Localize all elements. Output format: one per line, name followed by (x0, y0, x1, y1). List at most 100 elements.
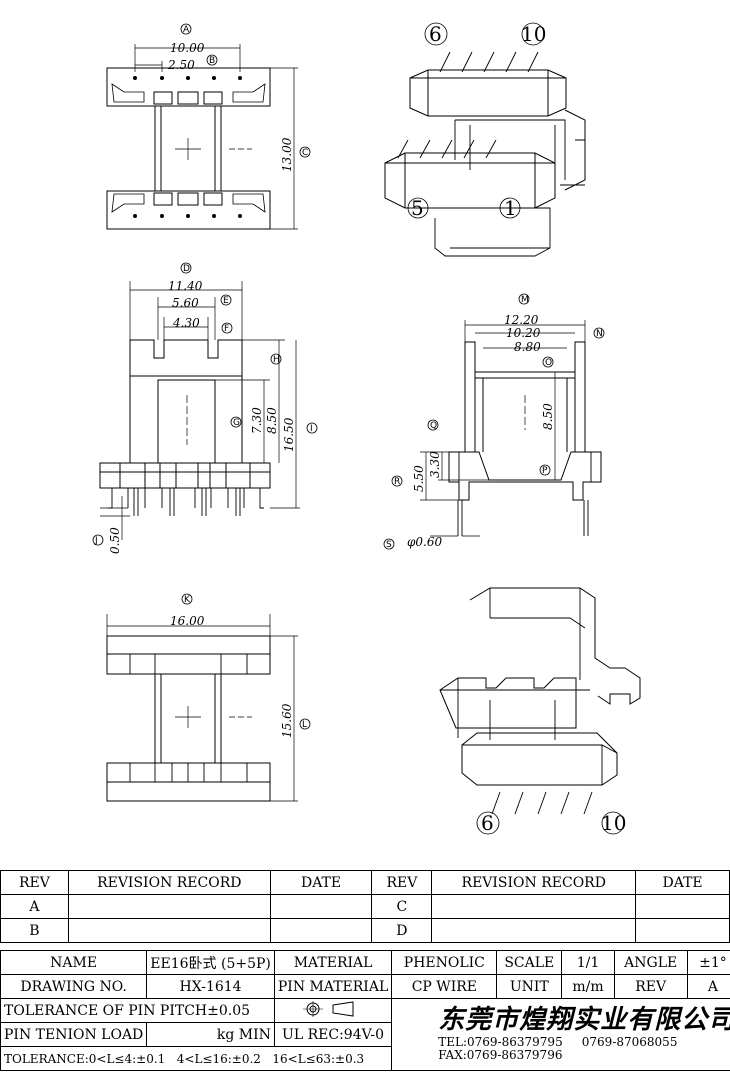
pin-tension-label: PIN TENION LOAD (0, 1022, 148, 1047)
dim-top-pitch: 2.50 (167, 58, 195, 72)
name-label: NAME (0, 950, 148, 975)
revision-record-cell (431, 894, 637, 919)
dim-bottom-width: 16.00 (170, 614, 205, 628)
svg-text:Q: Q (430, 421, 437, 431)
unit-value: m/m (561, 974, 615, 999)
pin-label-6-bottom: 6 (481, 811, 494, 835)
front-view: 11.40 5.60 4.30 7.30 8.50 16.50 0.50 D E… (92, 262, 318, 554)
dim-front-pin-offset: 0.50 (108, 527, 122, 554)
side-view: 12.20 10.20 8.80 8.50 5.50 3.30 φ0.60 M … (383, 293, 605, 550)
pin-label-6: 6 (429, 22, 442, 46)
revision-record-cell (67, 918, 271, 943)
date-cell (269, 918, 373, 943)
fax: FAX:0769-86379796 (438, 1048, 563, 1062)
ul-rating: UL REC:94V-0 (273, 1022, 393, 1047)
revision-record-cell (67, 894, 271, 919)
svg-text:S: S (386, 540, 392, 550)
dim-top-width: 10.00 (170, 41, 205, 55)
dim-side-pin-dia: φ0.60 (407, 535, 442, 549)
top-view: 10.00 2.50 13.00 A B C (106, 23, 311, 230)
tolerance-1: TOLERANCE:0<L≤4:±0.1 (4, 1051, 166, 1066)
drawing-no-value: HX-1614 (146, 974, 275, 999)
dim-front-body-h: 8.50 (265, 407, 279, 434)
angle-label: ANGLE (613, 950, 688, 975)
technical-drawing: 10.00 2.50 13.00 A B C 6 10 5 1 (92, 22, 641, 835)
dim-side-base: 5.50 (412, 465, 426, 492)
svg-text:K: K (184, 595, 191, 605)
rev-cell: A (0, 894, 69, 919)
tolerance-row: TOLERANCE:0<L≤4:±0.1 4<L≤16:±0.2 16<L≤63… (0, 1046, 393, 1071)
scale-label: SCALE (496, 950, 563, 975)
svg-text:P: P (542, 466, 548, 476)
dim-front-inner-h: 7.30 (250, 407, 264, 434)
svg-text:R: R (394, 477, 400, 487)
svg-text:C: C (302, 148, 308, 158)
pin-label-10-bottom: 10 (601, 811, 626, 835)
date-header-2: DATE (635, 870, 730, 895)
tolerance-3: 16<L≤63:±0.3 (272, 1051, 365, 1066)
svg-text:F: F (224, 324, 229, 334)
dim-side-step: 3.30 (428, 451, 442, 478)
dim-front-total-h: 16.50 (282, 417, 296, 452)
title-block: NAME EE16卧式 (5+5P) MATERIAL PHENOLIC SCA… (0, 950, 730, 1071)
svg-text:H: H (273, 355, 280, 365)
pin-material-label: PIN MATERIAL (273, 974, 393, 999)
svg-text:L: L (302, 720, 307, 730)
dim-front-slot: 4.30 (172, 316, 200, 330)
company-block: 东莞市煌翔实业有限公司 TEL:0769-86379795 0769-87068… (391, 998, 730, 1071)
dim-side-flange: 10.20 (506, 326, 541, 340)
iso-view-bottom: 6 10 (439, 587, 641, 835)
dim-front-width: 11.40 (168, 279, 203, 293)
material-value: PHENOLIC (391, 950, 498, 975)
drawing-no-label: DRAWING NO. (0, 974, 148, 999)
svg-text:N: N (596, 329, 603, 339)
revision-record-header: REVISION RECORD (67, 870, 271, 895)
revision-record-header-2: REVISION RECORD (431, 870, 637, 895)
rev-cell: B (0, 918, 69, 943)
scale-value: 1/1 (561, 950, 615, 975)
svg-text:B: B (209, 56, 215, 66)
angle-value: ±1° (686, 950, 730, 975)
rev-label: REV (613, 974, 688, 999)
date-cell (269, 894, 373, 919)
tel-1: TEL:0769-86379795 (438, 1035, 563, 1049)
third-angle-projection-icon (303, 1000, 354, 1017)
name-value: EE16卧式 (5+5P) (146, 950, 275, 975)
pin-label-1: 1 (504, 196, 517, 220)
svg-text:M: M (521, 295, 529, 305)
rev-cell: D (371, 918, 433, 943)
dim-side-height: 8.50 (541, 403, 555, 430)
svg-text:I: I (310, 424, 313, 434)
revision-record-cell (431, 918, 637, 943)
svg-text:E: E (223, 296, 229, 306)
company-name: 东莞市煌翔实业有限公司 (438, 1005, 730, 1035)
revision-table: REV REVISION RECORD DATE REV REVISION RE… (0, 870, 730, 943)
projection-symbol (273, 998, 393, 1023)
rev-cell: C (371, 894, 433, 919)
date-cell (635, 894, 730, 919)
dim-bottom-depth: 15.60 (280, 703, 294, 738)
rev-header-2: REV (371, 870, 433, 895)
dim-front-window: 5.60 (172, 296, 199, 310)
unit-label: UNIT (496, 974, 563, 999)
tolerance-2: 4<L≤16:±0.2 (176, 1051, 261, 1066)
material-label: MATERIAL (273, 950, 393, 975)
date-cell (635, 918, 730, 943)
rev-header: REV (0, 870, 69, 895)
svg-text:D: D (183, 264, 190, 274)
svg-text:J: J (94, 536, 98, 546)
dim-top-depth: 13.00 (280, 137, 294, 172)
tel-2: 0769-87068055 (581, 1035, 678, 1049)
rev-value: A (686, 974, 730, 999)
svg-text:O: O (545, 358, 552, 368)
bottom-view: 16.00 15.60 K L (106, 593, 311, 802)
date-header: DATE (269, 870, 373, 895)
iso-view-top: 6 10 5 1 (384, 22, 586, 257)
pin-label-5: 5 (411, 196, 424, 220)
tolerance-pin-pitch: TOLERANCE OF PIN PITCH±0.05 (0, 998, 275, 1023)
dim-side-inner: 8.80 (514, 340, 541, 354)
pin-material-value: CP WIRE (391, 974, 498, 999)
pin-label-10: 10 (521, 22, 546, 46)
svg-text:G: G (233, 418, 240, 428)
pin-tension-unit: kg MIN (146, 1022, 275, 1047)
